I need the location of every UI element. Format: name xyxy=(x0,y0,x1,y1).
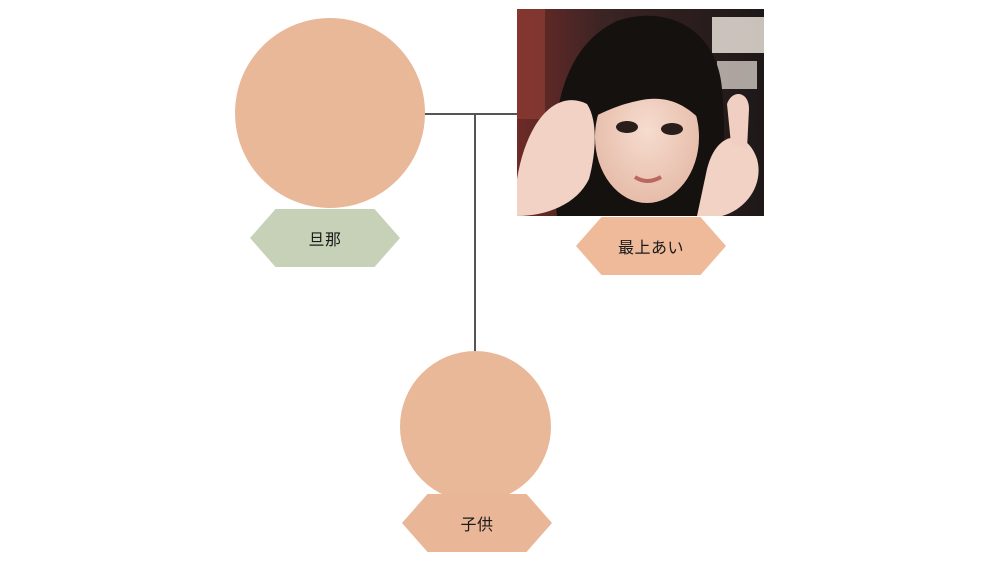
wife-label-tag: 最上あい xyxy=(576,217,726,275)
child-label-tag: 子供 xyxy=(402,494,552,552)
descent-line xyxy=(474,113,476,352)
husband-node-circle xyxy=(235,18,425,208)
child-node-circle xyxy=(400,351,551,502)
portrait-image xyxy=(517,9,764,216)
wife-photo xyxy=(517,9,764,216)
husband-label-tag: 旦那 xyxy=(250,209,400,267)
wife-label: 最上あい xyxy=(617,238,684,257)
marriage-line xyxy=(424,113,518,115)
child-label: 子供 xyxy=(460,515,494,534)
husband-label: 旦那 xyxy=(308,230,342,249)
